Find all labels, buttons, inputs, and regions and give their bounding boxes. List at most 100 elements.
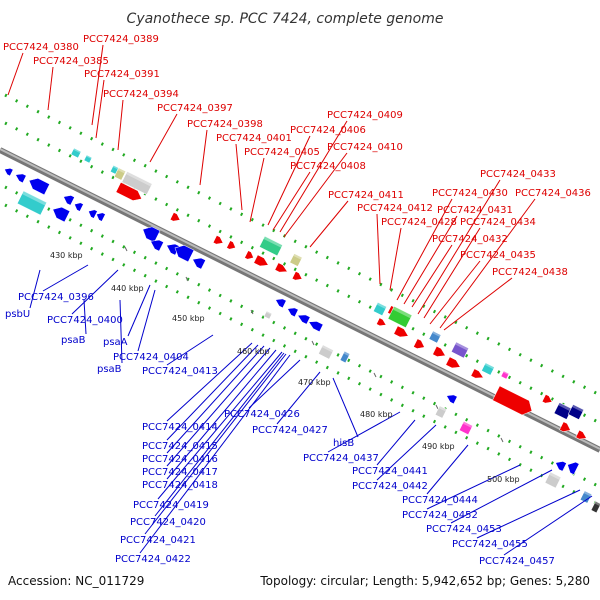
leader-line — [376, 419, 416, 466]
plus-gene — [244, 250, 254, 260]
minus-gene-label: PCC7424_0437 — [303, 453, 379, 464]
tick-label: 500 kbp — [487, 475, 520, 484]
tick-label: 490 kbp — [422, 442, 455, 451]
minus-gene — [544, 471, 562, 489]
minus-gene-label: PCC7424_0422 — [115, 554, 191, 565]
leader-line — [154, 352, 285, 517]
tick-mark — [250, 309, 254, 315]
tick-label: 460 kbp — [237, 347, 270, 356]
minus-gene — [4, 167, 14, 177]
plus-gene-label: PCC7424_0408 — [290, 161, 366, 172]
minus-gene-label: PCC7424_0452 — [402, 510, 478, 521]
minus-gene — [339, 350, 351, 364]
plus-gene-label: PCC7424_0385 — [33, 56, 109, 67]
leader-line — [503, 495, 593, 556]
minus-gene — [150, 239, 164, 252]
leader-line — [439, 198, 536, 329]
leader-line — [149, 113, 178, 163]
minus-gene-label: hisB — [333, 438, 354, 449]
leader-line — [42, 264, 89, 292]
plus-gene-label: PCC7424_0435 — [460, 250, 536, 261]
minus-gene-label: psbU — [5, 309, 30, 320]
leader-line — [139, 354, 291, 554]
minus-gene-label: PCC7424_0441 — [352, 466, 428, 477]
plus-gene-label: PCC7424_0436 — [515, 188, 591, 199]
tick-label: 470 kbp — [298, 378, 331, 387]
plus-gene — [212, 235, 224, 245]
leader-line — [137, 289, 156, 352]
leader-line — [389, 227, 402, 291]
minus-gene — [88, 209, 98, 219]
minus-gene — [275, 298, 287, 309]
minus-gene-label: psaA — [103, 337, 128, 348]
minus-gene — [434, 405, 448, 419]
leader-line — [29, 269, 41, 309]
leader-line — [332, 377, 359, 438]
plus-gene — [500, 370, 510, 380]
plus-gene-label: PCC7424_0409 — [327, 110, 403, 121]
minus-gene — [446, 394, 458, 405]
plus-gene — [259, 235, 283, 257]
plus-gene — [393, 325, 409, 338]
plus-gene — [115, 181, 142, 201]
leader-line — [166, 334, 214, 366]
leader-line — [450, 469, 553, 524]
minus-gene — [579, 490, 593, 504]
plus-gene-label: PCC7424_0434 — [460, 217, 536, 228]
tick-label: 440 kbp — [111, 284, 144, 293]
minus-gene — [297, 314, 311, 325]
minus-gene — [96, 212, 106, 222]
leader-line — [272, 171, 311, 231]
plus-gene — [291, 271, 303, 281]
plus-gene — [253, 254, 269, 267]
leader-line — [411, 244, 453, 308]
minus-gene-label: PCC7424_0444 — [402, 495, 478, 506]
leader-line — [71, 269, 119, 315]
plus-gene — [559, 421, 571, 432]
leader-line — [7, 52, 24, 96]
leader-line — [119, 299, 123, 364]
minus-gene-label: PCC7424_0419 — [133, 500, 209, 511]
plus-gene-label: PCC7424_0406 — [290, 125, 366, 136]
minus-gene — [458, 420, 474, 436]
map-title: Cyanothece sp. PCC 7424, complete genome — [127, 11, 444, 27]
plus-gene — [83, 154, 93, 164]
minus-gene — [318, 344, 334, 360]
leader-line — [166, 347, 271, 467]
plus-gene — [121, 171, 153, 195]
minus-gene-label: PCC7424_0418 — [142, 480, 218, 491]
plus-gene-label: PCC7424_0380 — [3, 42, 79, 53]
leader-line — [117, 99, 124, 151]
plus-gene — [450, 341, 470, 359]
leader-line — [403, 215, 458, 305]
minus-gene — [567, 461, 580, 475]
tick-mark — [373, 372, 377, 378]
leader-line — [426, 464, 521, 510]
minus-gene — [15, 173, 27, 184]
plus-gene — [481, 362, 495, 376]
minus-gene-label: PCC7424_0426 — [224, 409, 300, 420]
plus-gene-label: PCC7424_0391 — [84, 69, 160, 80]
minus-gene — [287, 307, 299, 318]
minus-gene — [16, 190, 48, 216]
plus-gene — [70, 147, 82, 159]
tick-label: 480 kbp — [360, 410, 393, 419]
minus-gene-label: PCC7424_0396 — [18, 292, 94, 303]
minus-gene-label: PCC7424_0404 — [113, 352, 189, 363]
minus-gene — [192, 257, 206, 270]
leader-line — [309, 200, 349, 248]
minus-strand-genes — [4, 167, 600, 514]
minus-gene — [308, 321, 324, 333]
minus-gene — [263, 310, 273, 320]
leader-line — [429, 260, 481, 325]
minus-gene-label: PCC7424_0453 — [426, 524, 502, 535]
leader-line — [166, 342, 253, 422]
minus-gene-label: PCC7424_0413 — [142, 366, 218, 377]
plus-gene — [428, 330, 442, 344]
plus-gene-label: PCC7424_0431 — [437, 205, 513, 216]
minus-gene-label: PCC7424_0457 — [479, 556, 555, 567]
leader-line — [423, 227, 481, 319]
leader-line — [267, 135, 311, 226]
plus-gene-label: PCC7424_0438 — [492, 267, 568, 278]
accession-text: Accession: NC_011729 — [8, 574, 144, 588]
